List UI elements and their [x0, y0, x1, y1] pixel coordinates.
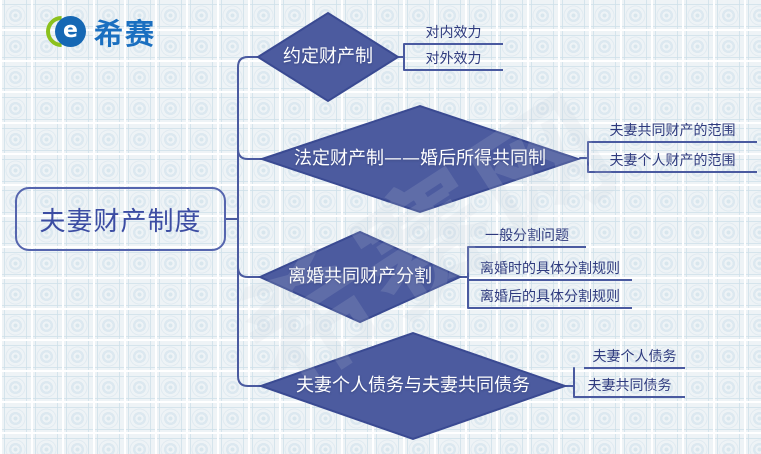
root-node[interactable]: 夫妻财产制度	[15, 187, 226, 251]
logo-text: 希赛	[94, 17, 157, 51]
leaf-node-joint-property-scope[interactable]: 夫妻共同财产的范围	[588, 121, 757, 143]
connector-lines	[225, 43, 589, 398]
leaf-node-internal-effect[interactable]: 对内效力	[404, 23, 503, 45]
leaf-node-personal-property-scope[interactable]: 夫妻个人财产的范围	[588, 151, 757, 173]
site-logo: e 希赛	[39, 9, 157, 54]
branch-4-label[interactable]: 夫妻个人债务与夫妻共同债务	[296, 375, 530, 396]
branch-3-label[interactable]: 离婚共同财产分割	[288, 266, 432, 287]
branch-diamond-1[interactable]	[256, 11, 400, 103]
leaf-node-division-rules-at-divorce[interactable]: 离婚时的具体分割规则	[468, 259, 632, 281]
branch-2-label[interactable]: 法定财产制——婚后所得共同制	[294, 148, 546, 169]
leaf-node-general-division[interactable]: 一般分割问题	[468, 226, 586, 248]
leaf-node-external-effect[interactable]: 对外效力	[404, 49, 503, 71]
branch-diamond-3[interactable]	[257, 230, 463, 324]
leaf-node-joint-debt[interactable]: 夫妻共同债务	[574, 376, 685, 398]
logo-blue-circle-icon: e	[55, 16, 86, 47]
branch-1-label[interactable]: 约定财产制	[283, 46, 373, 67]
branch-diamond-4[interactable]	[257, 331, 569, 441]
branch-diamond-2[interactable]	[258, 104, 582, 214]
leaf-node-division-rules-after-divorce[interactable]: 离婚后的具体分割规则	[468, 287, 632, 309]
leaf-node-personal-debt[interactable]: 夫妻个人债务	[584, 347, 685, 369]
logo-e-circle-icon: e	[39, 9, 86, 54]
